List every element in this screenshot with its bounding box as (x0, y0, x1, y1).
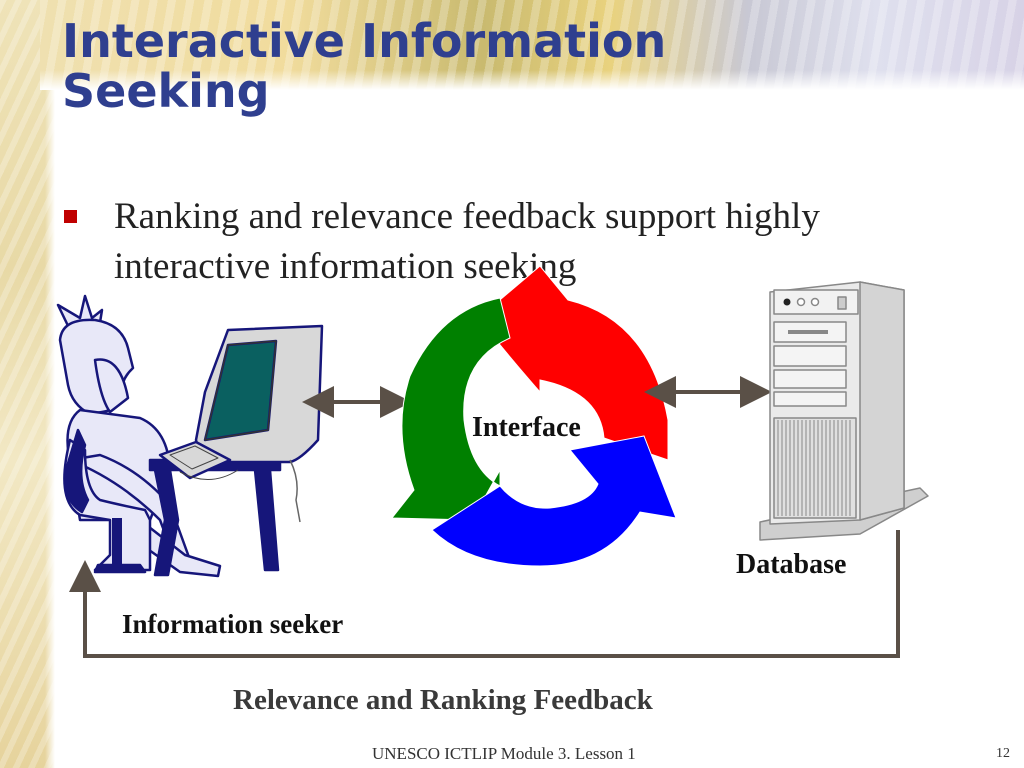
left-decoration (0, 0, 55, 768)
slide-title: Interactive Information Seeking (62, 16, 666, 116)
server-clipart (759, 281, 929, 541)
bullet-square-icon (64, 210, 77, 223)
footer-text: UNESCO ICTLIP Module 3. Lesson 1 (372, 744, 636, 763)
title-line-1: Interactive Information (62, 14, 667, 68)
top-banner (40, 0, 1024, 90)
interface-label: Interface (472, 412, 581, 443)
database-label: Database (736, 549, 847, 580)
person-clipart (56, 294, 222, 578)
bullet-text: Ranking and relevance feedback support h… (114, 196, 820, 287)
information-seeker-label: Information seeker (122, 609, 344, 639)
page-number: 12 (996, 746, 1010, 761)
title-line-2: Seeking (62, 64, 270, 118)
feedback-loop-arrow (69, 530, 900, 658)
computer-clipart (148, 324, 324, 577)
feedback-caption: Relevance and Ranking Feedback (233, 684, 653, 716)
cycle-arrows-icon (390, 265, 677, 567)
